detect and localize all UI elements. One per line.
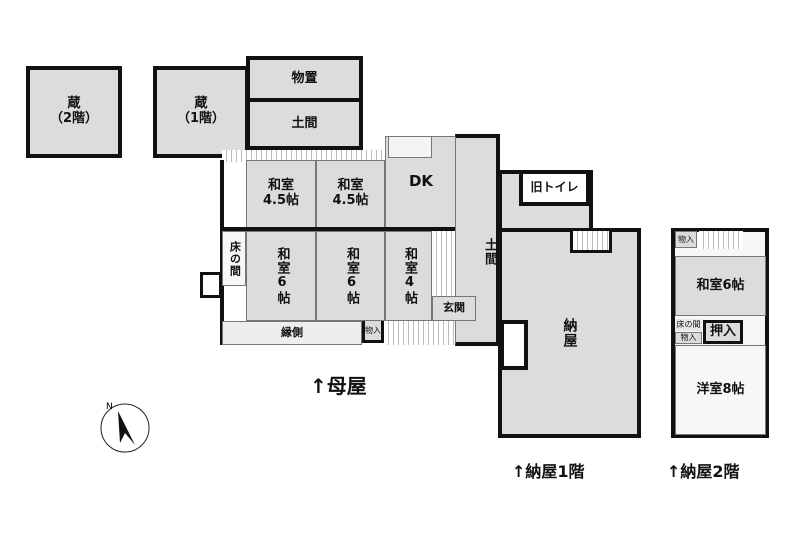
room-storage-shed: 物置 — [246, 56, 363, 102]
room-genkan: 玄関 — [432, 296, 476, 321]
stairs-2f — [699, 231, 743, 249]
room-tokonoma: 床の間 — [222, 231, 246, 286]
bath-icon — [500, 320, 528, 370]
compass-label: N — [106, 402, 113, 412]
room-storehouse-1f: 蔵 （1階） — [153, 66, 249, 158]
north-arrow-icon: N — [100, 402, 150, 453]
room-storehouse-2f: 蔵 （2階） — [26, 66, 122, 158]
room-old-toilet: 旧トイレ — [519, 170, 590, 206]
room-closet-2f-top: 物入 — [675, 231, 697, 248]
room-engawa: 縁側 — [222, 321, 362, 345]
room-youshitsu-8: 洋室8帖 — [675, 345, 766, 435]
corridor-strip — [222, 150, 382, 162]
stairs-barn — [570, 231, 612, 253]
room-washitsu-6-2f: 和室6帖 — [675, 256, 766, 316]
label-main-house: ↑母屋 — [310, 374, 367, 398]
wall — [222, 227, 455, 231]
room-washitsu-4: 和室4帖 — [385, 231, 432, 321]
label-barn-2f: ↑納屋2階 — [667, 462, 740, 481]
room-closet-2f-bottom: 物入 — [675, 332, 702, 344]
room-washitsu-4-5-b: 和室 4.5帖 — [316, 160, 385, 228]
room-washitsu-6-a: 和室6帖 — [246, 231, 316, 321]
room-tokonoma-2f: 床の間 — [675, 319, 702, 331]
room-oshiire: 押入 — [703, 320, 743, 344]
room-closet-main: 物入 — [362, 321, 384, 343]
toilet-icon — [200, 272, 222, 298]
veranda-strip — [384, 321, 455, 345]
kitchen-sink-icon — [388, 136, 432, 158]
room-washitsu-4-5-a: 和室 4.5帖 — [246, 160, 316, 228]
room-washitsu-6-b: 和室6帖 — [316, 231, 385, 321]
label-barn-1f: ↑納屋1階 — [512, 462, 585, 481]
entry-step — [432, 231, 455, 296]
room-doma-top: 土間 — [246, 98, 363, 150]
